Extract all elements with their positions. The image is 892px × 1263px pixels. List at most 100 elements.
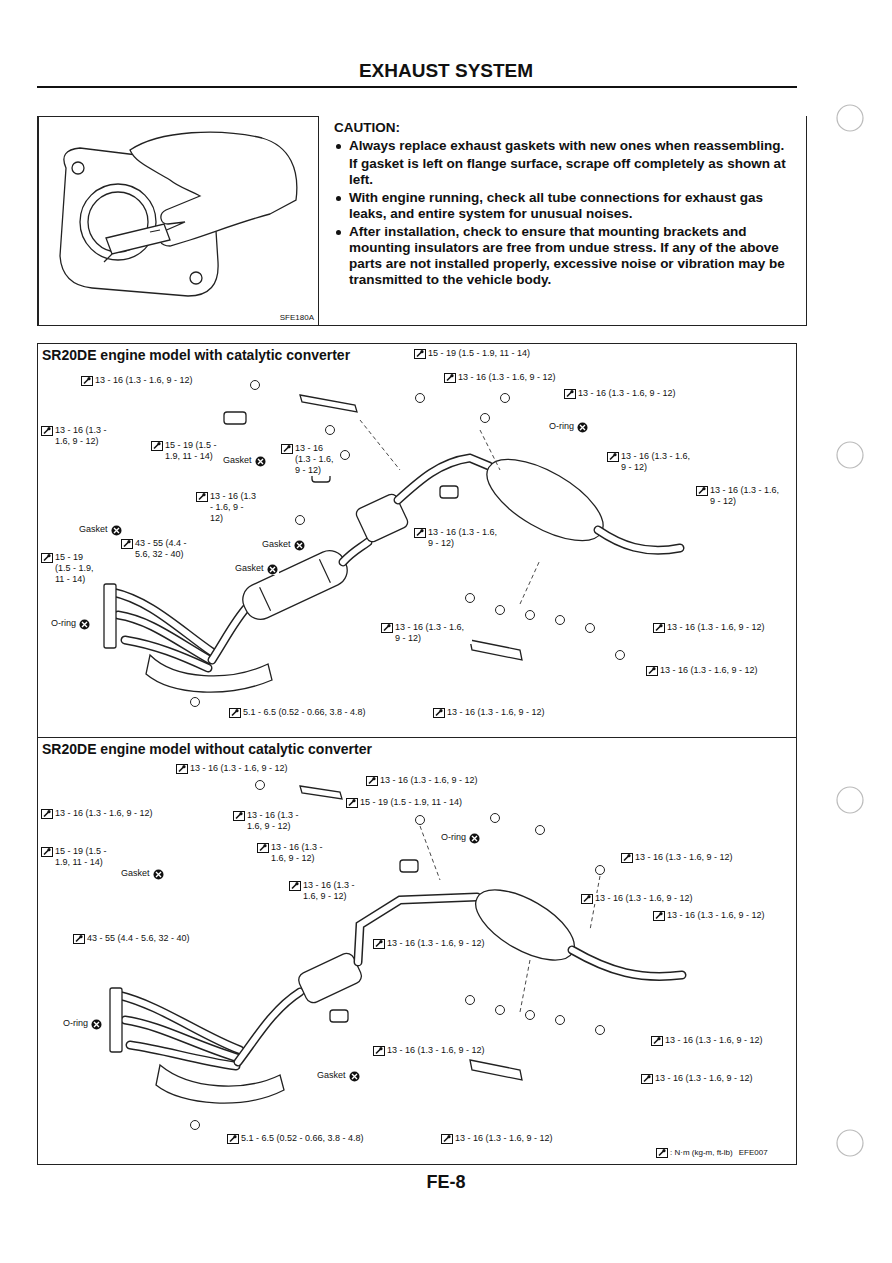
torque-frame <box>415 350 426 359</box>
torque-callout: 15 - 19 (1.5 - 1.9, 11 - 14) <box>40 846 112 868</box>
panel2-exhaust-without-catalyst-g-circle <box>556 1016 565 1025</box>
torque-symbol <box>233 811 245 821</box>
panel1-exhaust-with-catalyst-g-circle <box>341 451 350 460</box>
gasket-scraping-figure-circle <box>72 162 84 174</box>
torque-symbol <box>121 539 133 549</box>
label-text: 13 - 16 (1.3 - 1.6, 9 - 12) <box>395 622 471 644</box>
torque-callout: 13 - 16 (1.3 - 1.6, 9 - 12) <box>652 910 766 921</box>
torque-callout: 43 - 55 (4.4 - 5.6, 32 - 40) <box>72 933 191 944</box>
label-text: Gasket <box>262 539 291 550</box>
replace-symbol <box>153 869 164 880</box>
panel1-exhaust-with-catalyst-path <box>343 542 368 562</box>
replace-disc <box>80 620 90 630</box>
label-text: 5.1 - 6.5 (0.52 - 0.66, 3.8 - 4.8) <box>243 707 366 718</box>
panel1-exhaust-with-catalyst-path <box>300 395 357 412</box>
bullet-dot <box>336 230 341 235</box>
panel2-exhaust-without-catalyst-g-circle <box>496 1006 505 1015</box>
torque-wrench-head <box>439 709 442 712</box>
torque-wrench-head <box>47 427 50 430</box>
label-text: 13 - 16 (1.3 - 1.6, 9 - 12) <box>710 485 786 507</box>
torque-callout: 13 - 16 (1.3 - 1.6, 9 - 12) <box>80 375 194 386</box>
replace-disc <box>349 1072 359 1082</box>
label-text: 13 - 16 (1.3 - 1.6, 9 - 12) <box>387 938 485 949</box>
torque-wrench-head <box>627 854 630 857</box>
part-callout: Gasket <box>261 539 306 551</box>
torque-callout: 13 - 16 (1.3 - 1.6, 9 - 12) <box>175 763 289 774</box>
part-callout: O-ring <box>62 1018 103 1030</box>
torque-wrench-head <box>659 624 662 627</box>
torque-symbol <box>176 764 188 774</box>
label-text: 13 - 16 (1.3 - 1.6, 9 - 12) <box>387 1045 485 1056</box>
torque-callout: 13 - 16 (1.3 - 1.6, 9 - 12) <box>40 425 122 447</box>
binder-holes-circle <box>837 105 863 131</box>
torque-symbol <box>581 894 593 904</box>
torque-wrench-head <box>587 895 590 898</box>
label-text: 43 - 55 (4.4 - 5.6, 32 - 40) <box>87 933 190 944</box>
torque-wrench-head <box>239 812 242 815</box>
label-text: 13 - 16 (1.3 - 1.6, 9 - 12) <box>190 763 288 774</box>
torque-frame <box>177 765 188 774</box>
replace-symbol <box>349 1071 360 1082</box>
torque-wrench-head <box>657 1037 660 1040</box>
torque-frame <box>445 374 456 383</box>
part-callout: Gasket <box>222 455 267 467</box>
torque-frame <box>608 453 619 462</box>
panel1-exhaust-with-catalyst-g-circle <box>466 594 475 603</box>
panel2-exhaust-without-catalyst-path <box>238 992 300 1062</box>
panel2-exhaust-without-catalyst-path <box>572 950 682 976</box>
torque-callout: 13 - 16 (1.3 - 1.6, 9 - 12) <box>365 775 479 786</box>
torque-symbol <box>414 349 426 359</box>
torque-wrench-head <box>659 912 662 915</box>
torque-symbol <box>641 1074 653 1084</box>
panel1-exhaust-with-catalyst-path <box>125 640 208 668</box>
label-text: Gasket <box>235 563 264 574</box>
torque-wrench-head <box>79 935 82 938</box>
torque-frame <box>374 1047 385 1056</box>
title-rule-line <box>37 86 797 88</box>
replace-symbol <box>255 456 266 467</box>
panel2-exhaust-without-catalyst-g-circle <box>416 816 425 825</box>
panel1-exhaust-with-catalyst-g-circle <box>326 426 335 435</box>
torque-wrench-head <box>379 940 382 943</box>
torque-wrench-head <box>613 453 616 456</box>
panel1-exhaust-with-catalyst-g-circle <box>586 624 595 633</box>
replace-symbol <box>267 564 278 575</box>
torque-callout: 15 - 19 (1.5 - 1.9, 11 - 14) <box>413 348 531 359</box>
torque-callout: 13 - 16 (1.3 - 1.6, 9 - 12) <box>288 880 360 902</box>
label-text: 13 - 16 (1.3 - 1.6, 9 - 12) <box>455 1133 553 1144</box>
label-text: 13 - 16 (1.3 - 1.6, 9 - 12) <box>667 910 765 921</box>
gasket-scraping-figure <box>60 132 297 296</box>
torque-callout: 43 - 55 (4.4 - 5.6, 32 - 40) <box>120 538 202 560</box>
panel2-exhaust-without-catalyst-path <box>470 1060 522 1080</box>
torque-callout: 5.1 - 6.5 (0.52 - 0.66, 3.8 - 4.8) <box>228 707 367 718</box>
panel2-exhaust-without-catalyst-g-circle <box>256 781 265 790</box>
title-rule <box>37 87 797 88</box>
torque-frame <box>374 940 385 949</box>
torque-callout: 13 - 16 (1.3 - 1.6, 9 - 12) <box>580 893 694 904</box>
torque-symbol <box>564 389 576 399</box>
torque-callout: 13 - 16 (1.3 - 1.6, 9 - 12) <box>620 852 734 863</box>
torque-symbol <box>257 843 269 853</box>
panel2-exhaust-without-catalyst-g-circle <box>491 814 500 823</box>
torque-frame <box>197 493 208 502</box>
panel1-exhaust-with-catalyst-rect <box>440 486 458 498</box>
torque-frame <box>442 1135 453 1144</box>
torque-callout: 13 - 16 (1.3 - 1.6, 9 - 12) <box>280 443 337 476</box>
label-text: 13 - 16 (1.3 - 1.6, 9 - 12) <box>447 707 545 718</box>
part-callout: Gasket <box>316 1070 361 1082</box>
torque-wrench-head <box>47 810 50 813</box>
panel1-exhaust-with-catalyst <box>104 381 680 707</box>
gasket-scraping-figure-circle <box>190 272 202 284</box>
torque-wrench-head <box>379 1047 382 1050</box>
replace-disc <box>92 1020 102 1030</box>
caution-box: CAUTION:Always replace exhaust gaskets w… <box>37 116 807 326</box>
torque-callout: 13 - 16 (1.3 - 1.6, 9 - 12) <box>645 665 759 676</box>
label-text: 13 - 16 (1.3 - 1.6, 9 - 12) <box>247 810 308 832</box>
panel-heading: SR20DE engine model with catalytic conve… <box>42 347 350 363</box>
panel1-exhaust-with-catalyst-rect <box>104 584 116 648</box>
label-text: 13 - 16 (1.3 - 1.6, 9 - 12) <box>667 622 765 633</box>
torque-wrench-head <box>202 493 205 496</box>
torque-callout: 13 - 16 (1.3 - 1.6, 9 - 12) <box>443 372 557 383</box>
panel2-exhaust-without-catalyst-rect <box>330 1010 348 1022</box>
